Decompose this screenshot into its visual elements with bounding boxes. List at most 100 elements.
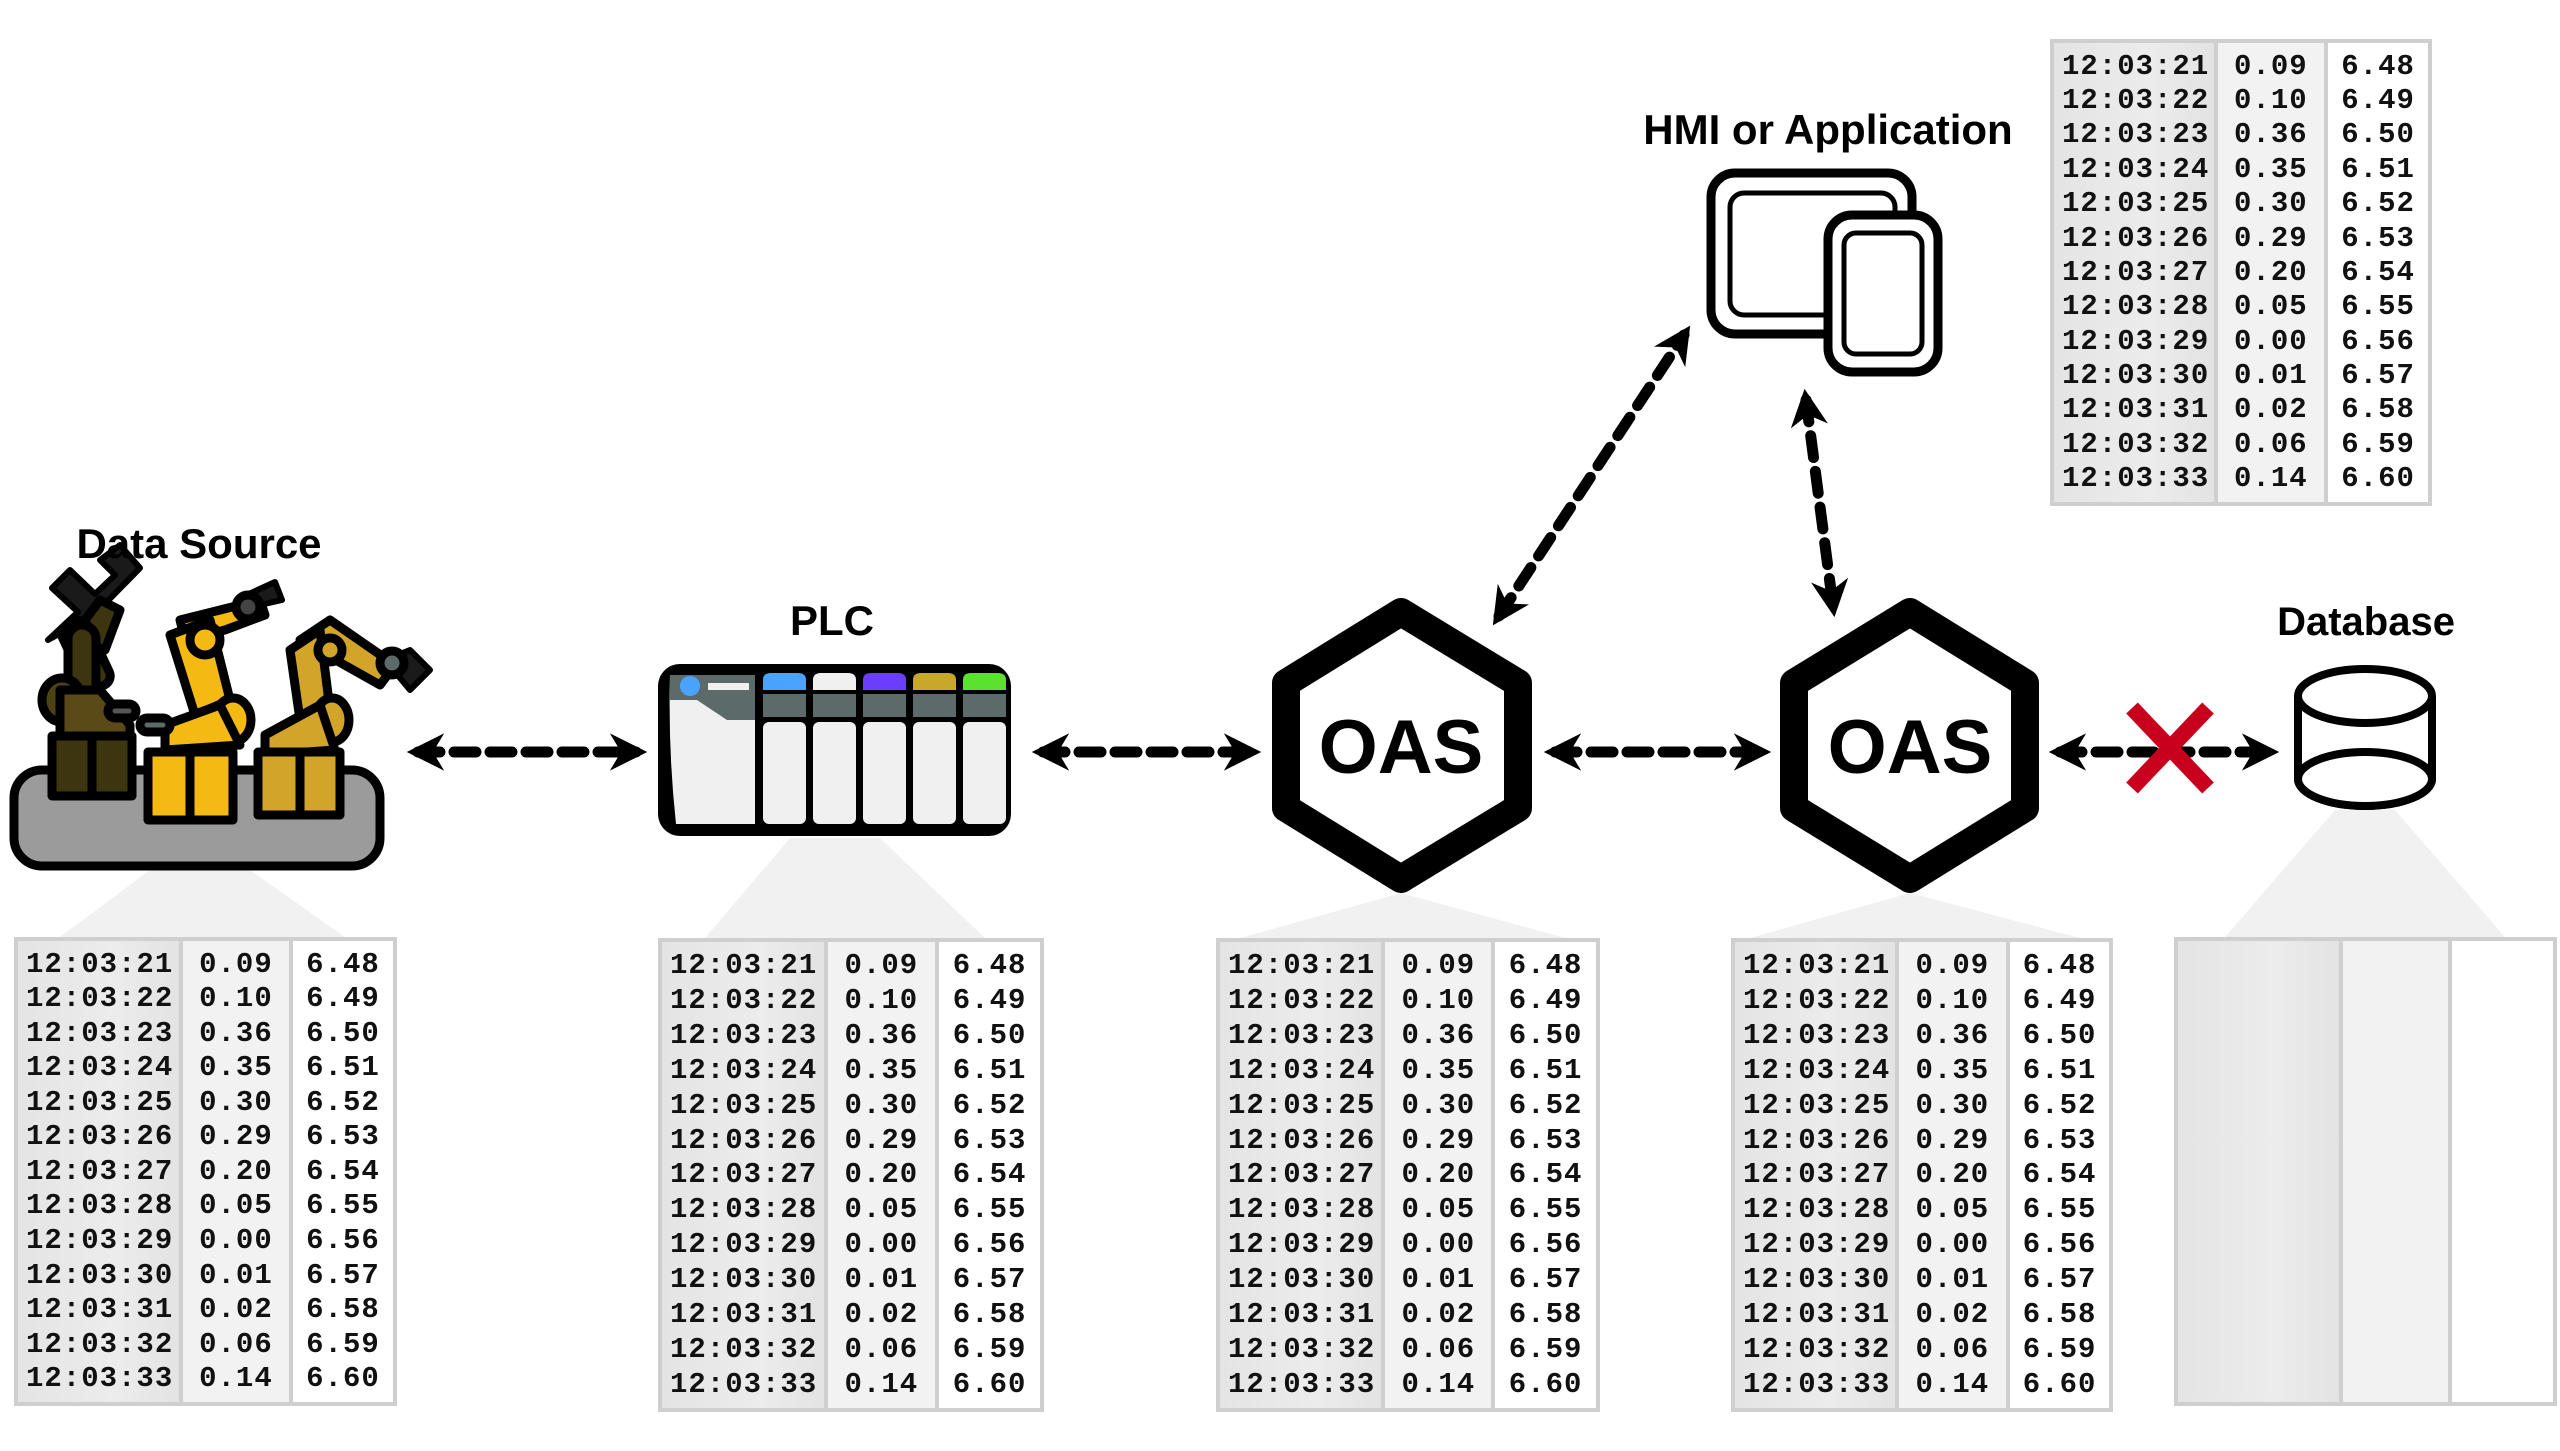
table-cell: 6.49 (952, 983, 1027, 1017)
table-cell: 0.02 (199, 1293, 273, 1327)
table-cell: 12:03:26 (26, 1120, 174, 1154)
table-cell: 0.09 (1915, 948, 1990, 982)
table-cell: 0.20 (1915, 1158, 1990, 1192)
table-cell: 6.58 (1508, 1298, 1583, 1332)
table-cell: 12:03:27 (1228, 1158, 1376, 1192)
table-cell: 0.30 (1401, 1088, 1476, 1122)
table-cell: 0.35 (1401, 1053, 1476, 1087)
table-cell: 12:03:31 (1743, 1298, 1891, 1332)
plc-module-body (813, 722, 856, 824)
funnel-database (2225, 810, 2505, 937)
table-cell: 12:03:33 (1743, 1368, 1891, 1402)
tablet-devices-icon (1706, 168, 1943, 377)
table-cell: 6.52 (952, 1088, 1027, 1122)
plc-module-indicator (763, 673, 806, 690)
table-cell: 12:03:32 (1228, 1333, 1376, 1367)
table-cell: 0.06 (1401, 1333, 1476, 1367)
table-cell: 0.30 (2234, 187, 2308, 221)
table-cell: 0.20 (1401, 1158, 1476, 1192)
table-cell: 12:03:25 (670, 1088, 818, 1122)
table-cell: 12:03:23 (1228, 1018, 1376, 1052)
table-cell: 0.00 (1401, 1228, 1476, 1262)
table-cell: 12:03:29 (2062, 324, 2210, 358)
value-a-column (2338, 941, 2449, 1402)
table-cell: 0.00 (1915, 1228, 1990, 1262)
table-cell: 6.60 (952, 1368, 1027, 1402)
table-cell: 0.29 (1401, 1123, 1476, 1157)
plc-rack-icon (658, 664, 1011, 836)
table-cell: 0.09 (1401, 948, 1476, 982)
table-cell: 6.58 (306, 1293, 380, 1327)
table-cell: 0.35 (199, 1051, 273, 1085)
table-cell: 6.56 (2022, 1228, 2097, 1262)
table-cell: 12:03:28 (26, 1189, 174, 1223)
table-cell: 6.51 (2341, 152, 2415, 186)
plc-module-header (963, 694, 1006, 717)
table-cell: 0.20 (844, 1158, 919, 1192)
table-cell: 12:03:32 (26, 1327, 174, 1361)
table-cell: 12:03:29 (670, 1228, 818, 1262)
robot-gold (253, 615, 433, 820)
table-cell: 12:03:21 (26, 947, 174, 981)
table-cell: 0.36 (2234, 118, 2308, 152)
table-cell: 6.56 (952, 1228, 1027, 1262)
table-cell: 0.36 (844, 1018, 919, 1052)
table-cell: 12:03:29 (1743, 1228, 1891, 1262)
table-cell: 0.36 (1401, 1018, 1476, 1052)
table-cell: 0.06 (2234, 427, 2308, 461)
table-cell: 0.01 (844, 1263, 919, 1297)
table-cell: 6.52 (2022, 1088, 2097, 1122)
plc-modules (763, 673, 1006, 824)
funnels (60, 810, 2505, 938)
table-cell: 12:03:30 (1228, 1263, 1376, 1297)
table-cell: 0.01 (199, 1258, 273, 1292)
hmi-label: HMI or Application (1643, 106, 2013, 153)
table-cell: 12:03:24 (1743, 1053, 1891, 1087)
table-cell: 12:03:32 (2062, 427, 2210, 461)
table-cell: 12:03:29 (26, 1224, 174, 1258)
table-cell: 6.56 (306, 1224, 380, 1258)
table-cell: 6.59 (2341, 427, 2415, 461)
table-cell: 12:03:22 (2062, 84, 2210, 118)
table-cell: 6.57 (2341, 359, 2415, 393)
table-cell: 6.57 (2022, 1263, 2097, 1297)
plc-module-indicator (963, 673, 1006, 690)
table-cell: 12:03:23 (2062, 118, 2210, 152)
table-cell: 12:03:30 (1743, 1263, 1891, 1297)
table-cell: 12:03:30 (670, 1263, 818, 1297)
table-cell: 0.30 (844, 1088, 919, 1122)
table-cell: 6.54 (306, 1154, 380, 1188)
table-cell: 6.55 (306, 1189, 380, 1223)
table-cell: 0.14 (1915, 1368, 1990, 1402)
plc-module-body (963, 722, 1006, 824)
table-cell: 12:03:26 (670, 1123, 818, 1157)
oas-2-label: OAS (1828, 705, 1993, 790)
table-cell: 0.01 (2234, 359, 2308, 393)
funnel-oas-1 (1240, 893, 1565, 938)
table-cell: 0.20 (2234, 255, 2308, 289)
table-cell: 0.30 (199, 1085, 273, 1119)
table-cell: 6.57 (1508, 1263, 1583, 1297)
table-cell: 6.48 (2341, 49, 2415, 83)
table-cell: 6.60 (1508, 1368, 1583, 1402)
table-cell: 12:03:30 (26, 1258, 174, 1292)
table-cell: 0.14 (1401, 1368, 1476, 1402)
table-cell: 6.53 (1508, 1123, 1583, 1157)
table-cell: 12:03:24 (1228, 1053, 1376, 1087)
database-label: Database (2277, 600, 2455, 644)
table-cell: 6.50 (952, 1018, 1027, 1052)
table-cell: 0.14 (2234, 462, 2308, 496)
table-cell: 12:03:21 (1228, 948, 1376, 982)
table-cell: 12:03:33 (26, 1362, 174, 1396)
